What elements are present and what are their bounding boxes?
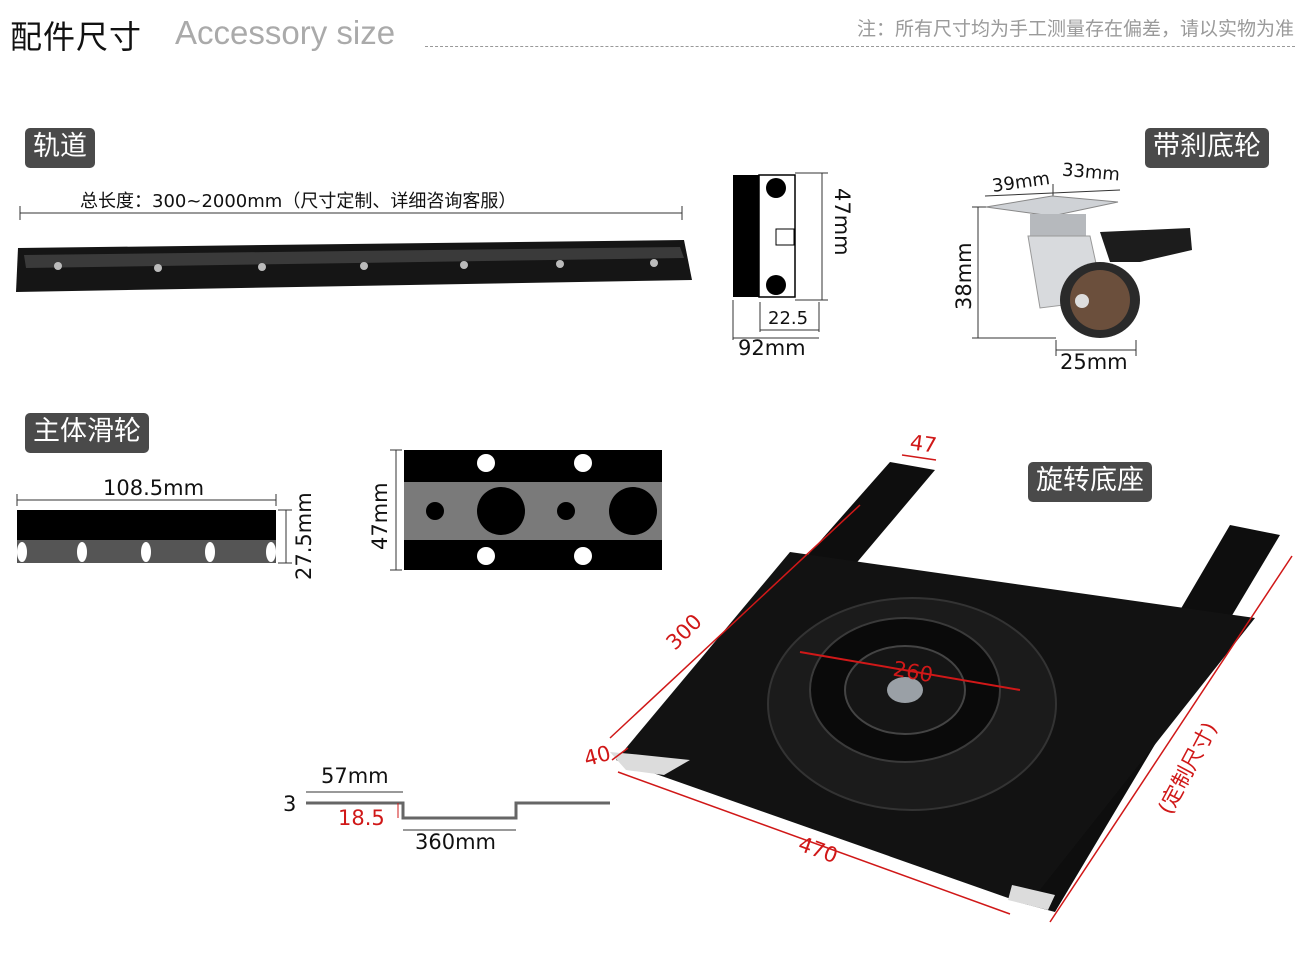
step-57: 57mm (321, 764, 389, 788)
caster-badge: 带刹底轮 (1145, 128, 1269, 168)
step-profile-drawing (306, 791, 610, 831)
base-dim-47: 47 (908, 430, 939, 458)
section-title-en: Accessory size (175, 14, 396, 51)
caster-photo (972, 184, 1192, 356)
pulley-drawing (16, 494, 292, 564)
section-title-cn: 配件尺寸 (10, 18, 143, 56)
rail-profile-drawing (732, 172, 828, 340)
caster-wheel-width: 25mm (1060, 350, 1128, 374)
rail-length-label: 总长度：300~2000mm（尺寸定制、详细咨询客服） (80, 191, 517, 212)
rail-length-dimension (19, 206, 683, 220)
step-360: 360mm (415, 830, 496, 854)
rail-photo (16, 240, 692, 292)
header-divider (425, 46, 1295, 47)
rail-profile-total-width: 92mm (738, 336, 806, 360)
base-dimension-lines (609, 454, 1293, 923)
measurement-note: 注：所有尺寸均为手工测量存在偏差，请以实物为准 (856, 18, 1294, 40)
base-badge: 旋转底座 (1028, 462, 1152, 502)
pulley-height: 27.5mm (292, 492, 316, 580)
pulley-length: 108.5mm (103, 476, 205, 500)
caster-height: 38mm (952, 242, 976, 310)
rail-profile-inner-width: 22.5 (768, 308, 809, 329)
rail-profile-height: 47mm (830, 188, 854, 256)
pulley-plate-height: 47mm (368, 482, 392, 550)
rotating-base-photo (610, 462, 1280, 912)
pulley-plate-drawing (390, 449, 662, 571)
step-18-5: 18.5 (338, 806, 385, 830)
pulley-badge: 主体滑轮 (25, 413, 149, 453)
step-3: 3 (283, 792, 297, 816)
rail-badge: 轨道 (25, 128, 95, 168)
